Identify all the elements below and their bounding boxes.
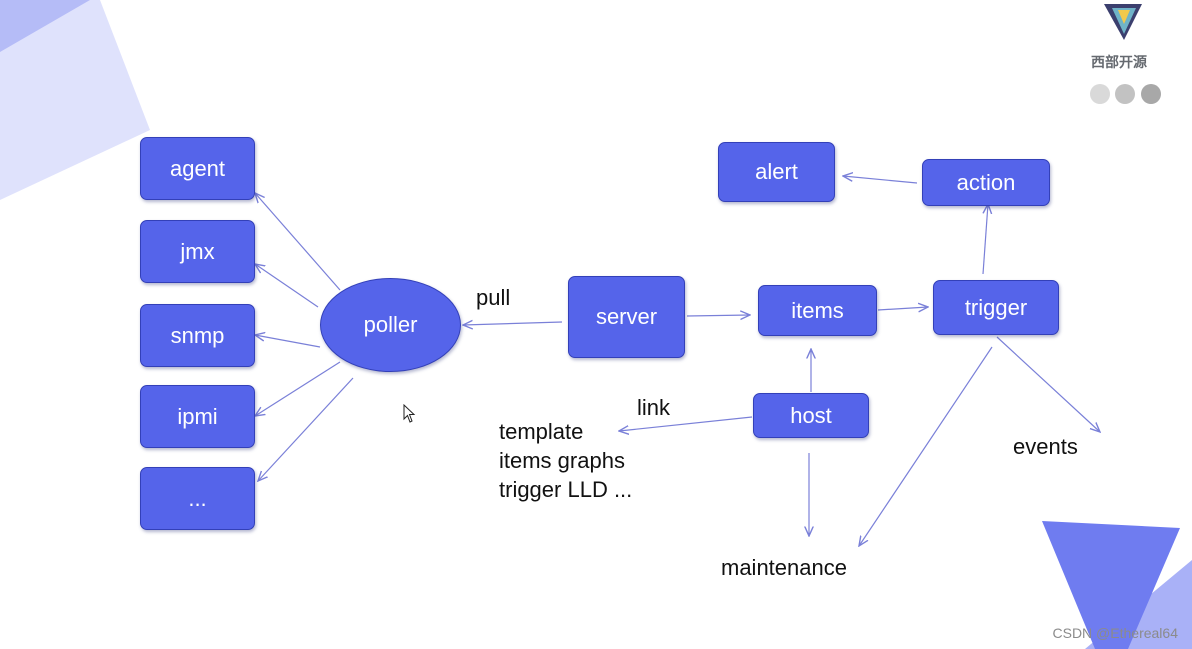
logo-text: 西部开源 [1091, 54, 1147, 70]
template-line-3: trigger LLD ... [499, 477, 633, 502]
logo-icon [1104, 4, 1142, 40]
server-node: server [568, 276, 685, 358]
pull-label: pull [476, 285, 511, 310]
template-label-block: template items graphs trigger LLD ... [499, 417, 632, 504]
arrow-action-to-alert [843, 176, 918, 184]
agent-node: agent [140, 137, 255, 200]
arrow-trigger-to-events [996, 336, 1100, 432]
arrow-trigger-to-maintenance [859, 346, 993, 546]
arrow-host-to-template [619, 416, 753, 431]
items-node: items [758, 285, 877, 336]
ipmi-node: ipmi [140, 385, 255, 448]
alert-node: alert [718, 142, 835, 202]
more-node: ... [140, 467, 255, 530]
arrow-server-to-items [686, 315, 750, 316]
maintenance-label: maintenance [721, 555, 847, 580]
poller-node: poller [320, 278, 461, 372]
trigger-node: trigger [933, 280, 1059, 335]
events-label: events [1013, 434, 1078, 459]
arrow-poller-to-agent [255, 193, 341, 291]
logo-dot-2 [1115, 84, 1135, 104]
snmp-node: snmp [140, 304, 255, 367]
arrow-items-to-trigger [877, 307, 928, 310]
host-node: host [753, 393, 869, 438]
logo-dot-1 [1090, 84, 1110, 104]
template-line-1: template [499, 419, 584, 444]
watermark-text: CSDN @Ethereal64 [1052, 625, 1179, 641]
arrow-poller-to-jmx [255, 264, 319, 308]
link-label: link [637, 395, 671, 420]
arrow-trigger-to-action [983, 204, 988, 275]
corner-shape-bottom-right [1042, 521, 1180, 649]
arrow-server-to-poller [463, 322, 563, 325]
arrow-poller-to-ipmi [255, 361, 341, 416]
arrow-poller-to-more [258, 377, 354, 481]
template-line-2: items graphs [499, 448, 625, 473]
jmx-node: jmx [140, 220, 255, 283]
action-node: action [922, 159, 1050, 206]
logo-dot-3 [1141, 84, 1161, 104]
mouse-cursor-icon [403, 404, 416, 423]
arrow-poller-to-snmp [255, 335, 321, 348]
corner-shape-top-left-light [0, 0, 150, 200]
